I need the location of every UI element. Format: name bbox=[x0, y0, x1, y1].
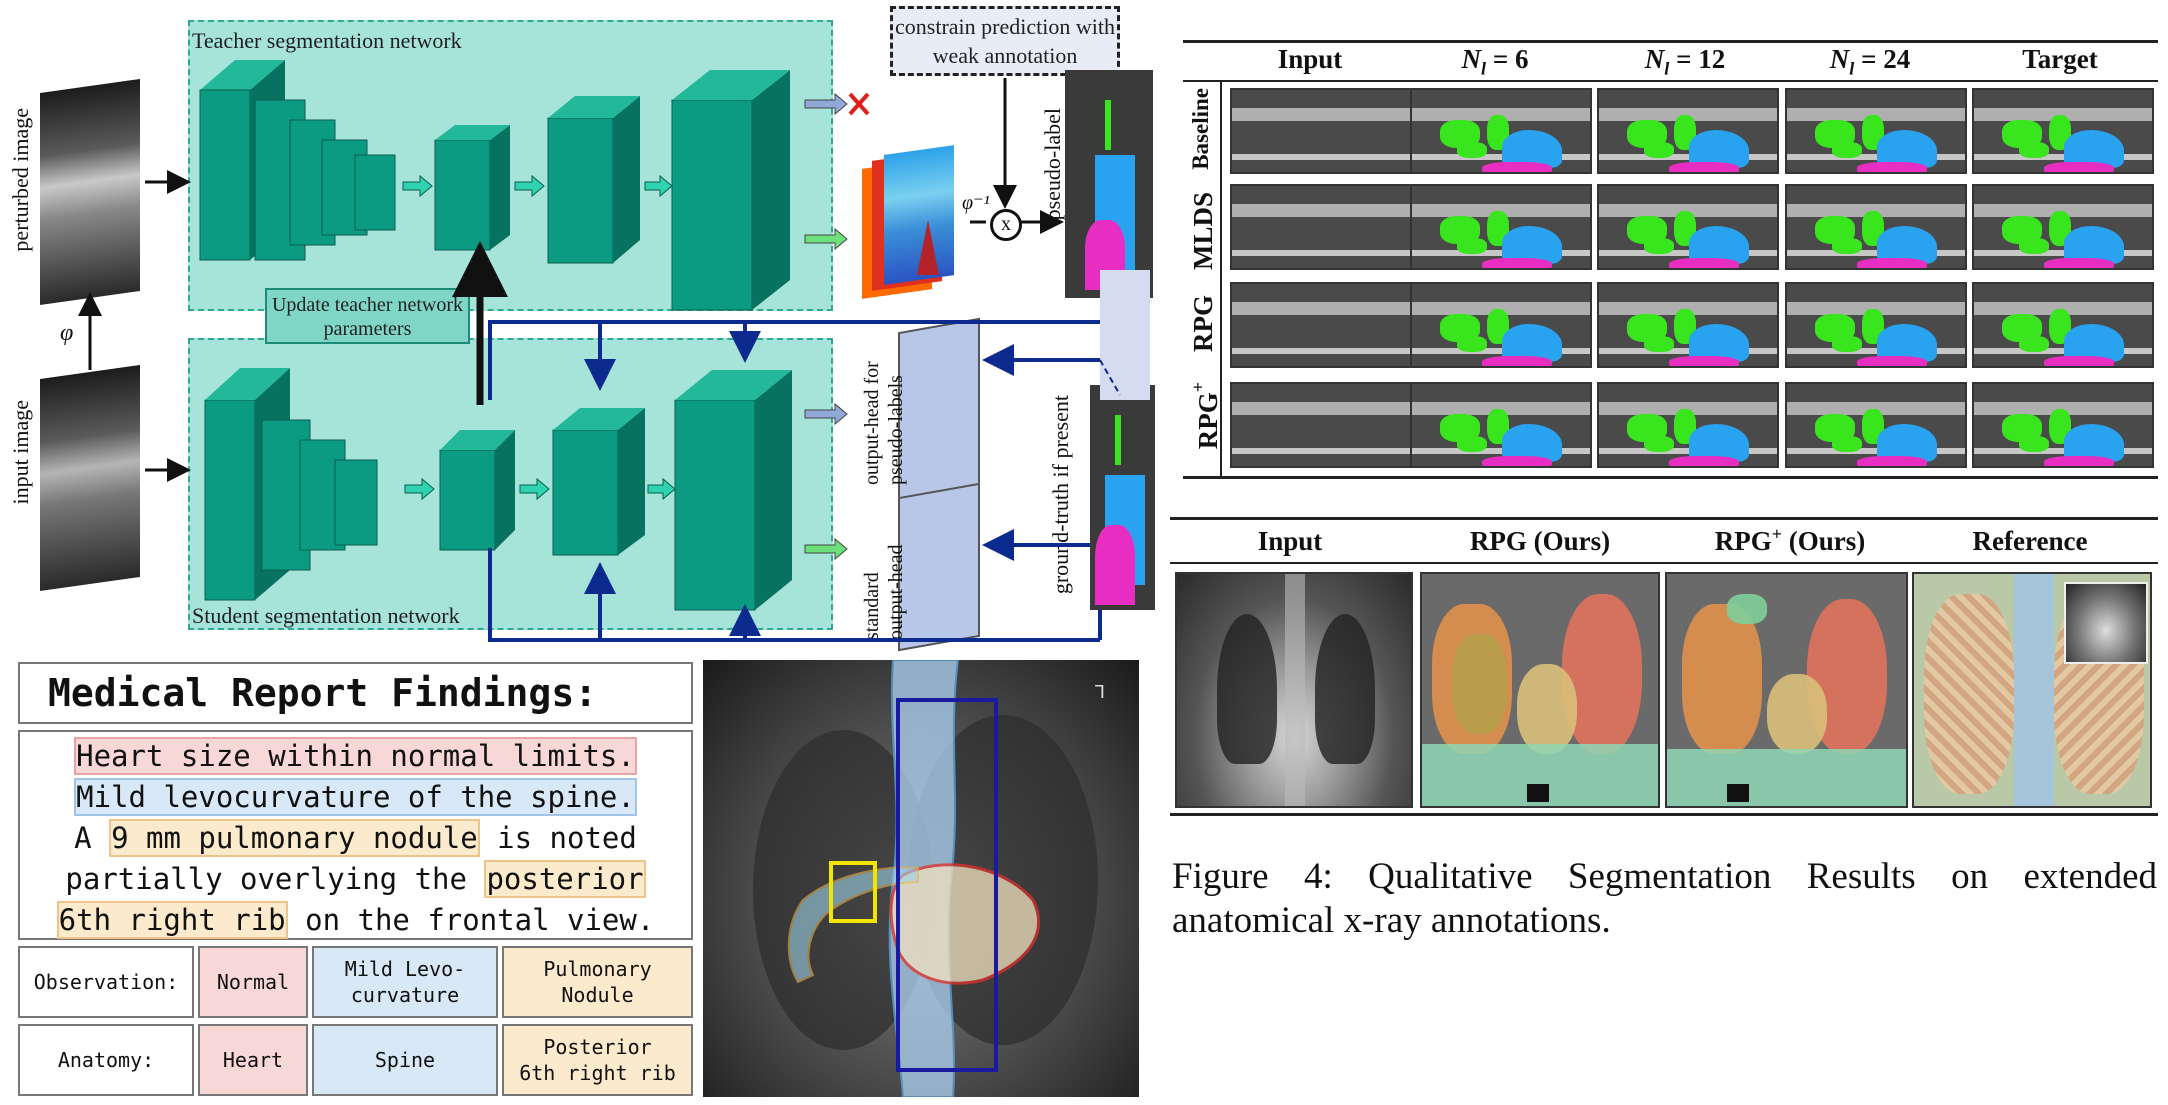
xray-top-rule bbox=[1170, 517, 2158, 520]
anatomy-header: Anatomy: bbox=[18, 1024, 194, 1096]
oct-bottom-rule bbox=[1183, 476, 2158, 479]
pseudo-label-image bbox=[1065, 70, 1153, 298]
xray-bottom-rule bbox=[1170, 813, 2158, 816]
xray-header-rule bbox=[1170, 562, 2158, 564]
xray-reference-image bbox=[1912, 572, 2152, 808]
xray-input-image bbox=[1175, 572, 1413, 808]
oct-thumbnail bbox=[1785, 382, 1967, 468]
oct-thumbnail bbox=[1410, 184, 1592, 270]
report-title-box: Medical Report Findings: bbox=[18, 662, 693, 724]
oct-thumbnail bbox=[1785, 282, 1967, 368]
oct-thumbnail bbox=[1972, 88, 2154, 174]
obs-normal-cell: Normal bbox=[198, 946, 308, 1018]
oct-thumbnail bbox=[1230, 184, 1412, 270]
phi-inverse-label: φ⁻¹ bbox=[962, 192, 990, 214]
observation-header: Observation: bbox=[18, 946, 194, 1018]
oct-thumbnail bbox=[1972, 282, 2154, 368]
oct-row-divider bbox=[1220, 80, 1222, 476]
report-text: Heart size within normal limits. Mild le… bbox=[18, 730, 693, 940]
rib-finding-b: 6th right rib bbox=[56, 901, 288, 939]
xray-rpg-image bbox=[1420, 572, 1660, 808]
spine-finding: Mild levocurvature of the spine. bbox=[74, 778, 637, 816]
oct-thumbnail bbox=[1785, 88, 1967, 174]
oct-thumbnail bbox=[1597, 282, 1779, 368]
oct-top-rule bbox=[1183, 40, 2158, 43]
oct-col-n12: Nl = 12 bbox=[1644, 44, 1726, 79]
nodule-finding: 9 mm pulmonary nodule bbox=[109, 819, 480, 857]
xray-annotations: L bbox=[753, 660, 1105, 1097]
teacher-blocks bbox=[199, 60, 790, 311]
oct-thumbnail bbox=[1785, 184, 1967, 270]
oct-thumbnail bbox=[1410, 382, 1592, 468]
ana-spine-cell: Spine bbox=[312, 1024, 498, 1096]
row-label-rpg: RPG bbox=[1188, 295, 1218, 352]
oct-col-n24: Nl = 24 bbox=[1829, 44, 1911, 79]
row-label-rpg-plus: RPG+ bbox=[1188, 382, 1223, 450]
obs-levocurvature-cell: Mild Levo-curvature bbox=[312, 946, 498, 1018]
ground-truth-image bbox=[1090, 385, 1155, 610]
row-label-mlds: MLDS bbox=[1188, 192, 1218, 271]
oct-thumbnail bbox=[1230, 282, 1412, 368]
figure-caption: Figure 4: Qualitative Segmentation Resul… bbox=[1172, 856, 2157, 941]
oct-thumbnail bbox=[1230, 88, 1412, 174]
student-network-label: Student segmentation network bbox=[192, 603, 460, 628]
svg-text:L: L bbox=[1095, 680, 1105, 701]
network-blocks bbox=[78, 60, 1121, 642]
oct-thumbnail bbox=[1230, 382, 1412, 468]
oct-col-input: Input bbox=[1277, 44, 1343, 74]
xray-col-rpg-plus: RPG+ (Ours) bbox=[1714, 524, 1866, 556]
oct-col-n6: Nl = 6 bbox=[1461, 44, 1529, 79]
constrain-box: constrain prediction with weak annotatio… bbox=[890, 6, 1120, 76]
teacher-network-label: Teacher segmentation network bbox=[192, 28, 462, 53]
annotated-chest-xray: L bbox=[703, 660, 1139, 1097]
ana-heart-cell: Heart bbox=[198, 1024, 308, 1096]
heatmap-stack bbox=[862, 145, 962, 300]
xray-col-reference: Reference bbox=[1972, 526, 2088, 556]
oct-thumbnail bbox=[1972, 382, 2154, 468]
oct-header-rule bbox=[1183, 80, 2158, 82]
oct-thumbnail bbox=[1410, 88, 1592, 174]
student-blocks bbox=[204, 368, 792, 611]
oct-thumbnail bbox=[1597, 184, 1779, 270]
phi-label: φ bbox=[60, 320, 74, 346]
heart-finding: Heart size within normal limits. bbox=[74, 737, 637, 775]
oct-thumbnail bbox=[1972, 184, 2154, 270]
oct-thumbnail bbox=[1410, 282, 1592, 368]
multiply-node: x bbox=[990, 209, 1022, 241]
update-teacher-box: Update teacher network parameters bbox=[265, 288, 470, 344]
rib-finding-a: posterior bbox=[484, 860, 646, 898]
oct-thumbnail bbox=[1597, 88, 1779, 174]
pseudo-bracket bbox=[1100, 270, 1150, 400]
xray-col-input: Input bbox=[1257, 526, 1323, 556]
oct-thumbnail bbox=[1597, 382, 1779, 468]
xray-col-rpg: RPG (Ours) bbox=[1469, 526, 1611, 556]
xray-rpg-plus-image bbox=[1665, 572, 1908, 808]
row-label-baseline: Baseline bbox=[1188, 88, 1213, 170]
oct-col-target: Target bbox=[2022, 44, 2098, 74]
